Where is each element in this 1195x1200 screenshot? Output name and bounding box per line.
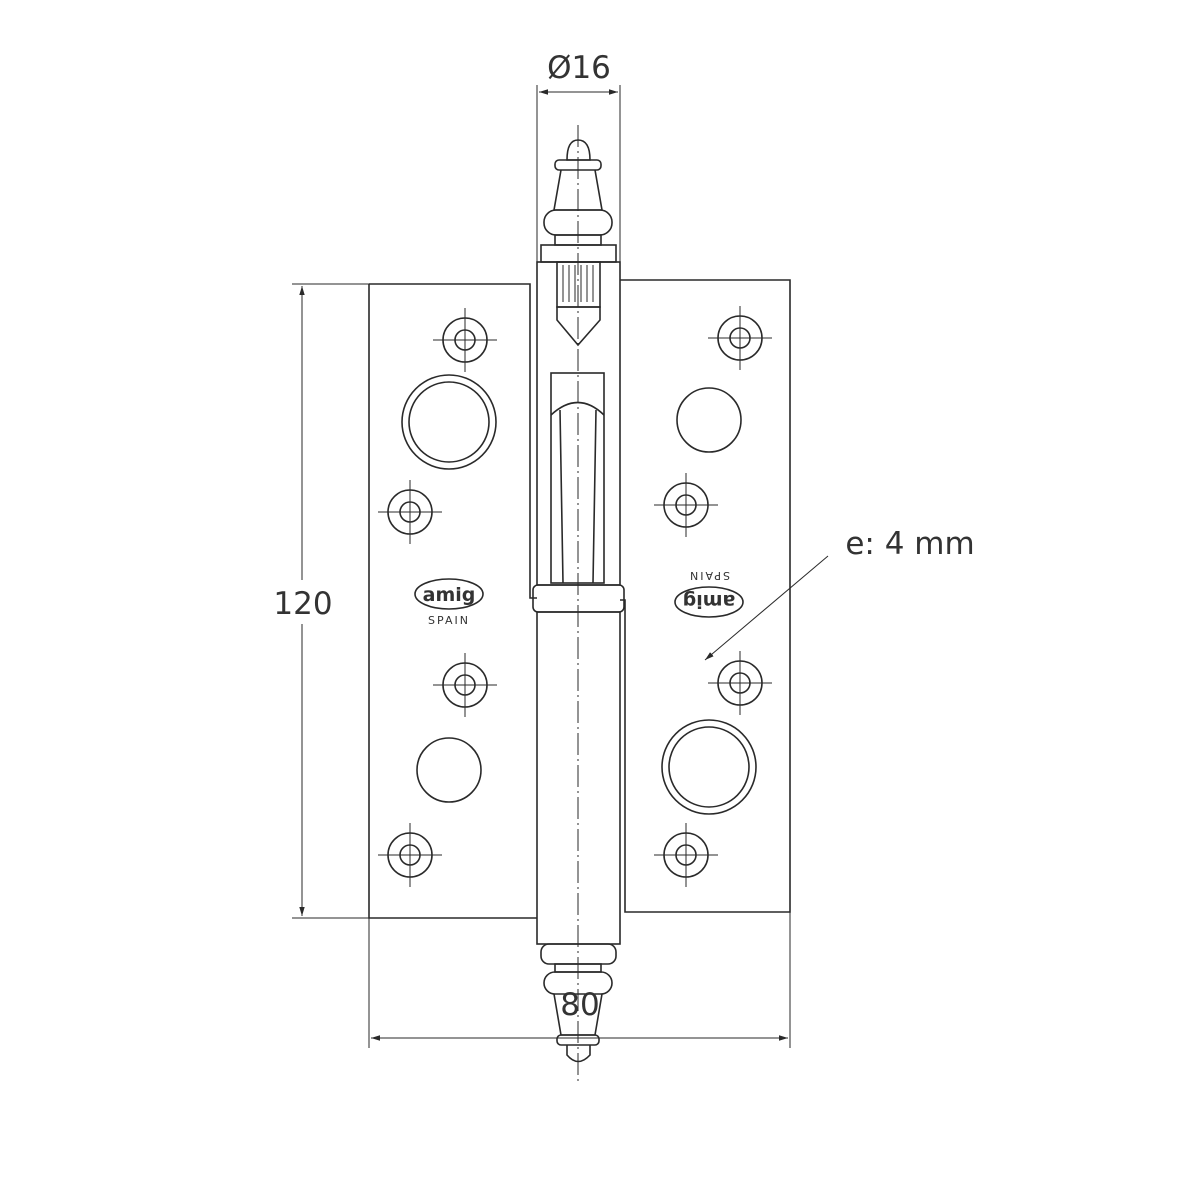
screw-hole [653, 822, 719, 888]
plain-hole [416, 737, 482, 803]
hinge-knuckle [532, 125, 625, 1085]
screw-hole [432, 652, 498, 718]
screw-hole [707, 305, 773, 371]
dimension-thickness: e: 4 mm [704, 526, 975, 661]
pin-diameter-label: Ø16 [547, 50, 611, 86]
plain-hole [676, 387, 742, 453]
screw-hole [432, 307, 498, 373]
logo-country: SPAIN [428, 614, 470, 627]
svg-text:SPAIN: SPAIN [688, 569, 730, 582]
dimension-width: 80 [368, 912, 791, 1048]
logo-left: amig SPAIN [414, 578, 484, 627]
screw-hole [377, 479, 443, 545]
dimension-height: 120 [268, 283, 369, 919]
svg-text:amig: amig [683, 590, 736, 612]
screw-hole [653, 472, 719, 538]
height-label: 120 [273, 586, 332, 622]
screw-hole [707, 650, 773, 716]
logo-right: amig SPAIN [674, 569, 744, 618]
screw-hole [377, 822, 443, 888]
dimension-pin-diameter: Ø16 [536, 50, 621, 262]
large-hole [401, 374, 497, 470]
brand-logo-text: amig [423, 584, 476, 606]
thickness-label: e: 4 mm [845, 526, 974, 562]
width-label: 80 [560, 987, 599, 1023]
large-hole [661, 719, 757, 815]
